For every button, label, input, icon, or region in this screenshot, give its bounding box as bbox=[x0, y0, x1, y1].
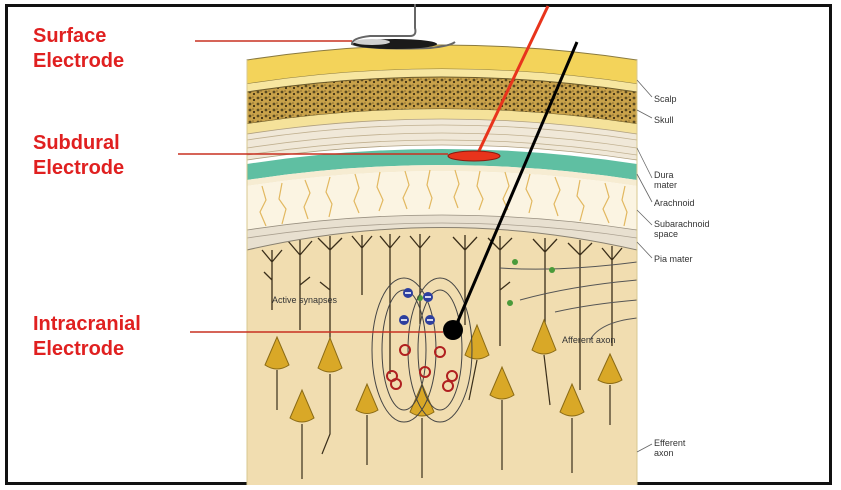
subarachnoid-label: Subarachnoid space bbox=[654, 219, 710, 239]
scalp-label: Scalp bbox=[654, 94, 677, 104]
skull-label: Skull bbox=[654, 115, 674, 125]
efferent-label-line1: Efferent bbox=[654, 438, 685, 448]
dura-mater-label: Dura mater bbox=[654, 170, 677, 190]
subarachnoid-label-line1: Subarachnoid bbox=[654, 219, 710, 229]
dura-label-line1: Dura bbox=[654, 170, 677, 180]
anatomy-leader-lines bbox=[637, 80, 652, 452]
arachnoid-label: Arachnoid bbox=[654, 198, 695, 208]
efferent-axon-label: Efferent axon bbox=[654, 438, 685, 458]
subarachnoid-label-line2: space bbox=[654, 229, 710, 239]
surface-electrode bbox=[352, 4, 455, 49]
afferent-axon-label: Afferent axon bbox=[562, 335, 615, 345]
active-synapses-label: Active synapses bbox=[272, 295, 337, 305]
efferent-label-line2: axon bbox=[654, 448, 685, 458]
dura-label-line2: mater bbox=[654, 180, 677, 190]
pia-mater-label: Pia mater bbox=[654, 254, 693, 264]
